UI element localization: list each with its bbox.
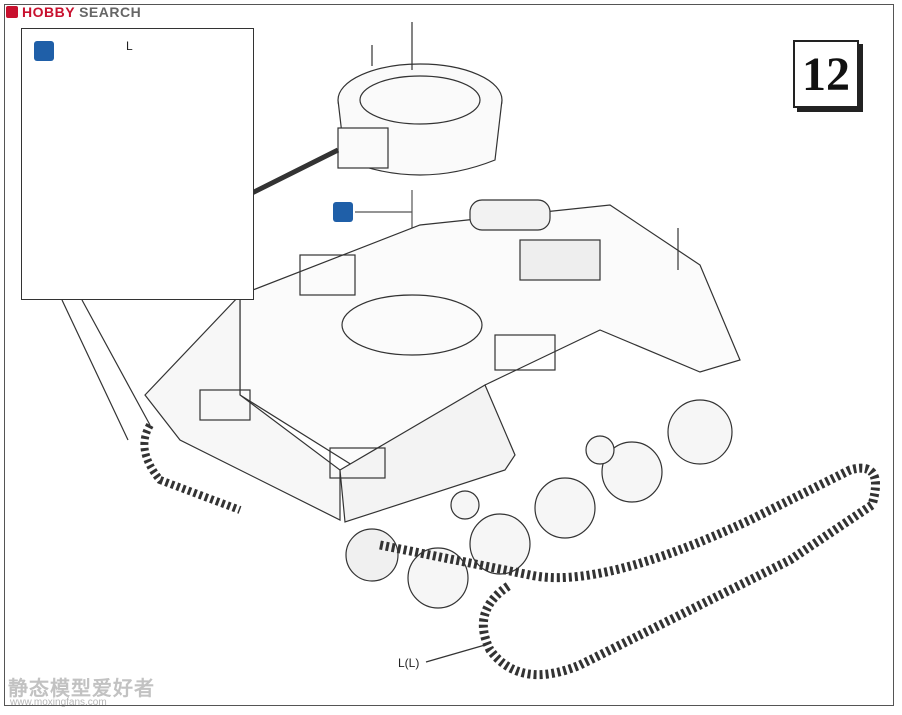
road-wheels bbox=[345, 399, 733, 609]
hobbysearch-watermark: HOBBY SEARCH bbox=[6, 3, 141, 21]
track-run bbox=[379, 463, 880, 680]
inset-callout-line-right bbox=[81, 299, 151, 426]
engine-grille bbox=[519, 239, 601, 281]
step-number: 12 bbox=[802, 47, 850, 101]
moxingfans-url: www.moxingfans.com bbox=[10, 697, 107, 708]
inset-callout-line-left bbox=[61, 299, 129, 441]
step-number-box: 12 bbox=[793, 40, 863, 112]
inset-part-label: L bbox=[126, 39, 133, 53]
track-label-leader bbox=[425, 644, 486, 663]
turret-gun bbox=[246, 147, 340, 198]
engine-muffler bbox=[469, 199, 551, 231]
track-detail-inset: L bbox=[21, 28, 254, 300]
hull bbox=[144, 199, 741, 523]
paint-brush-icon bbox=[34, 41, 54, 61]
turret bbox=[246, 22, 503, 198]
page-frame bbox=[4, 4, 894, 706]
turret-ring bbox=[341, 294, 483, 356]
track-part-label: L(L) bbox=[398, 656, 420, 670]
drive-sprocket bbox=[345, 528, 399, 582]
watermark-brand: HOBBY bbox=[22, 4, 76, 20]
hobbysearch-logo-icon bbox=[6, 6, 18, 18]
watermark-suffix: SEARCH bbox=[79, 4, 142, 20]
cement-bottle-icon bbox=[333, 202, 353, 222]
moxingfans-watermark: 静态模型爱好者 bbox=[8, 676, 155, 700]
